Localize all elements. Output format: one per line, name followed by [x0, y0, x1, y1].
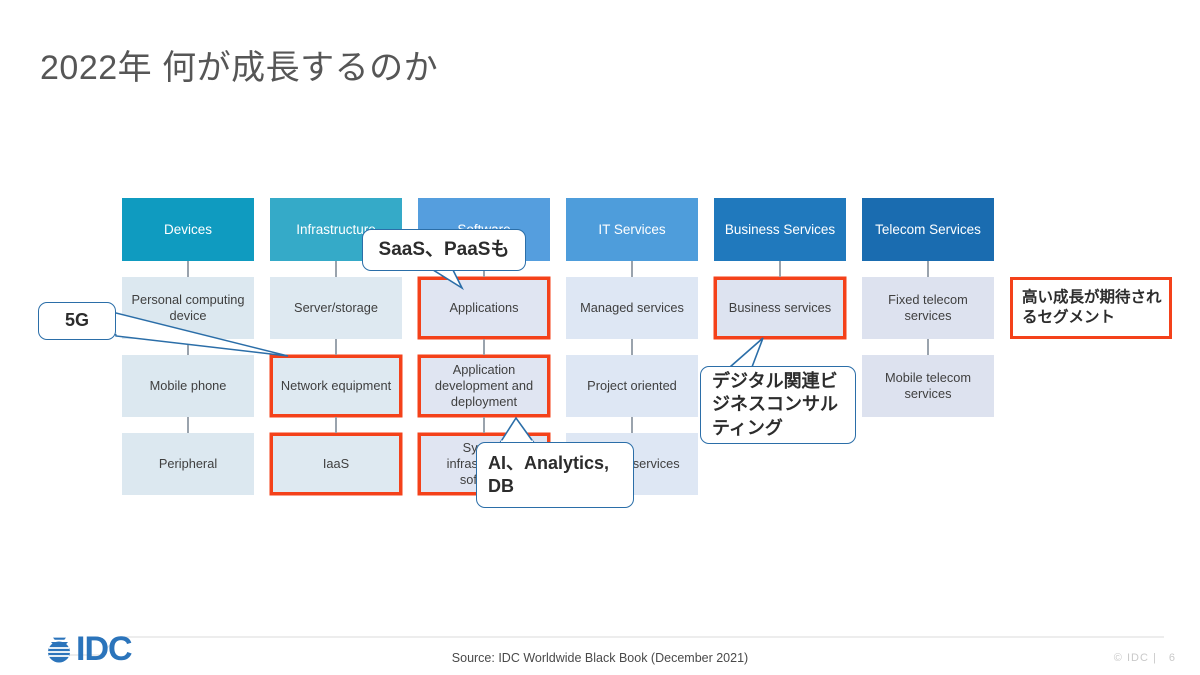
- connector-infrastructure-1: [335, 339, 337, 355]
- connector-it-services-2: [631, 417, 633, 433]
- cell-devices-3: Peripheral: [122, 433, 254, 495]
- connector-telecom-services-1: [927, 339, 929, 355]
- legend-text: 高い成長が期待されるセグメント: [1022, 288, 1162, 326]
- cell-infrastructure-2: Network equipment: [270, 355, 402, 417]
- connector-software-1: [483, 339, 485, 355]
- cell-it-services-2: Project oriented: [566, 355, 698, 417]
- callout-5g: 5G: [38, 302, 116, 340]
- cell-software-2: Application development and deployment: [418, 355, 550, 417]
- page-number: 6: [1168, 652, 1176, 664]
- page-title: 2022年 何が成長するのか: [40, 49, 439, 87]
- cell-software-1: Applications: [418, 277, 550, 339]
- copyright-text: © IDC |: [1113, 652, 1157, 664]
- callout-5g-text: 5G: [64, 310, 89, 331]
- connector-devices-1: [187, 339, 189, 355]
- callout-ai-analytics-db: AI、Analytics, DB: [476, 442, 634, 508]
- column-header-business-services: Business Services: [714, 198, 846, 261]
- cell-infrastructure-1: Server/storage: [270, 277, 402, 339]
- connector-infrastructure-0: [335, 261, 337, 277]
- cell-devices-1: Personal computing device: [122, 277, 254, 339]
- connector-devices-2: [187, 417, 189, 433]
- cell-infrastructure-3: IaaS: [270, 433, 402, 495]
- connector-devices-0: [187, 261, 189, 277]
- idc-wordmark: IDC: [76, 630, 133, 668]
- column-header-telecom-services: Telecom Services: [862, 198, 994, 261]
- connector-it-services-0: [631, 261, 633, 277]
- source-note: Source: IDC Worldwide Black Book (Decemb…: [451, 651, 749, 665]
- callout-ai-text: AI、Analytics, DB: [488, 452, 610, 496]
- callout-digital-consulting: デジタル関連ビジネスコンサルティング: [700, 366, 856, 444]
- footer-divider: [0, 635, 1200, 656]
- callout-saas-paas: SaaS、PaaSも: [362, 229, 526, 271]
- cell-telecom-services-2: Mobile telecom services: [862, 355, 994, 417]
- copyright-and-page-number: © IDC | 6: [1114, 652, 1176, 664]
- column-header-it-services: IT Services: [566, 198, 698, 261]
- cell-it-services-1: Managed services: [566, 277, 698, 339]
- idc-logo: IDC: [44, 630, 133, 668]
- column-header-devices: Devices: [122, 198, 254, 261]
- callout-digital-text: デジタル関連ビジネスコンサルティング: [712, 371, 838, 438]
- callout-saas-text: SaaS、PaaSも: [378, 238, 510, 260]
- connector-infrastructure-2: [335, 417, 337, 433]
- cell-telecom-services-1: Fixed telecom services: [862, 277, 994, 339]
- connector-it-services-1: [631, 339, 633, 355]
- legend-high-growth-segment: 高い成長が期待されるセグメント: [1010, 277, 1172, 339]
- cell-business-services-1: Business services: [714, 277, 846, 339]
- connector-business-services-0: [779, 261, 781, 277]
- cell-devices-2: Mobile phone: [122, 355, 254, 417]
- idc-globe-icon: [48, 637, 70, 663]
- connector-telecom-services-0: [927, 261, 929, 277]
- connector-software-2: [483, 417, 485, 433]
